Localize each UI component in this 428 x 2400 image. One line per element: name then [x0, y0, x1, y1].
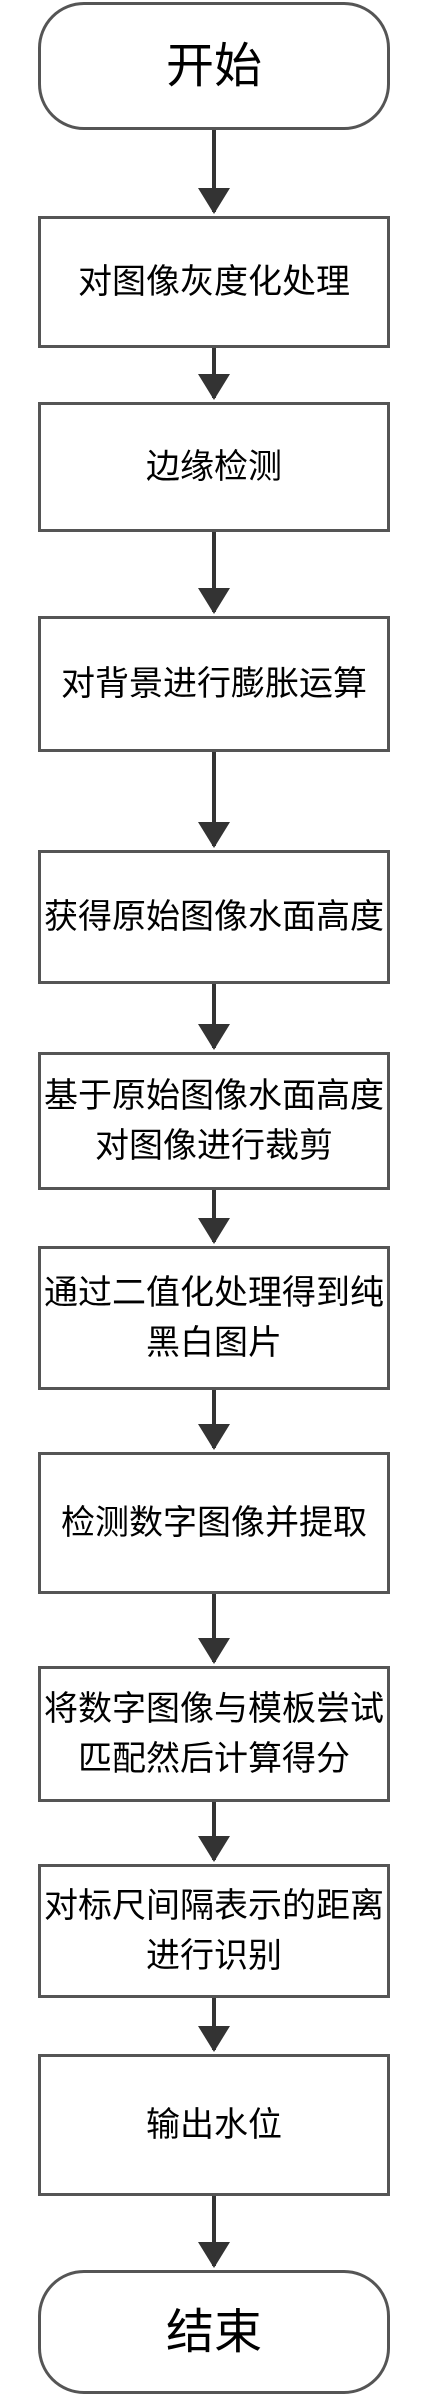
- step-binarize-line-2: 黑白图片: [146, 1323, 282, 1363]
- arrow-9: [198, 1802, 230, 1862]
- arrow-11: [198, 2196, 230, 2268]
- step-ruler-distance-text: 对标尺间隔表示的距离 进行识别: [44, 1881, 384, 1981]
- step-crop-text: 基于原始图像水面高度 对图像进行裁剪: [44, 1071, 384, 1171]
- step-dilation: 对背景进行膨胀运算: [38, 616, 390, 752]
- step-water-height-label: 获得原始图像水面高度: [44, 897, 384, 937]
- step-output-level-label: 输出水位: [146, 2105, 282, 2145]
- step-crop-line-2: 对图像进行裁剪: [95, 1126, 333, 1166]
- step-dilation-label: 对背景进行膨胀运算: [61, 664, 367, 704]
- end-node: 结束: [38, 2270, 390, 2394]
- step-grayscale: 对图像灰度化处理: [38, 216, 390, 348]
- end-label: 结束: [165, 2304, 262, 2360]
- step-ruler-distance-line-1: 对标尺间隔表示的距离: [44, 1886, 384, 1926]
- step-crop: 基于原始图像水面高度 对图像进行裁剪: [38, 1052, 390, 1190]
- step-extract-digits-label: 检测数字图像并提取: [61, 1503, 367, 1543]
- step-ruler-distance-line-2: 进行识别: [146, 1936, 282, 1976]
- arrow-6: [198, 1190, 230, 1244]
- arrow-4: [198, 752, 230, 848]
- arrow-8: [198, 1594, 230, 1664]
- step-binarize-text: 通过二值化处理得到纯 黑白图片: [44, 1268, 384, 1368]
- step-grayscale-label: 对图像灰度化处理: [78, 262, 350, 302]
- step-template-match-line-2: 匹配然后计算得分: [78, 1739, 350, 1779]
- step-ruler-distance: 对标尺间隔表示的距离 进行识别: [38, 1864, 390, 1998]
- step-output-level: 输出水位: [38, 2054, 390, 2196]
- step-water-height: 获得原始图像水面高度: [38, 850, 390, 984]
- step-edge-detection-label: 边缘检测: [146, 447, 282, 487]
- step-crop-line-1: 基于原始图像水面高度: [44, 1076, 384, 1116]
- step-extract-digits: 检测数字图像并提取: [38, 1452, 390, 1594]
- arrow-3: [198, 532, 230, 614]
- start-label: 开始: [165, 38, 262, 94]
- arrow-1: [198, 130, 230, 214]
- arrow-10: [198, 1998, 230, 2052]
- arrow-2: [198, 348, 230, 400]
- step-template-match: 将数字图像与模板尝试 匹配然后计算得分: [38, 1666, 390, 1802]
- arrow-7: [198, 1390, 230, 1450]
- step-template-match-line-1: 将数字图像与模板尝试: [44, 1689, 384, 1729]
- start-node: 开始: [38, 2, 390, 130]
- step-binarize: 通过二值化处理得到纯 黑白图片: [38, 1246, 390, 1390]
- step-template-match-text: 将数字图像与模板尝试 匹配然后计算得分: [44, 1684, 384, 1784]
- step-edge-detection: 边缘检测: [38, 402, 390, 532]
- step-binarize-line-1: 通过二值化处理得到纯: [44, 1273, 384, 1313]
- arrow-5: [198, 984, 230, 1050]
